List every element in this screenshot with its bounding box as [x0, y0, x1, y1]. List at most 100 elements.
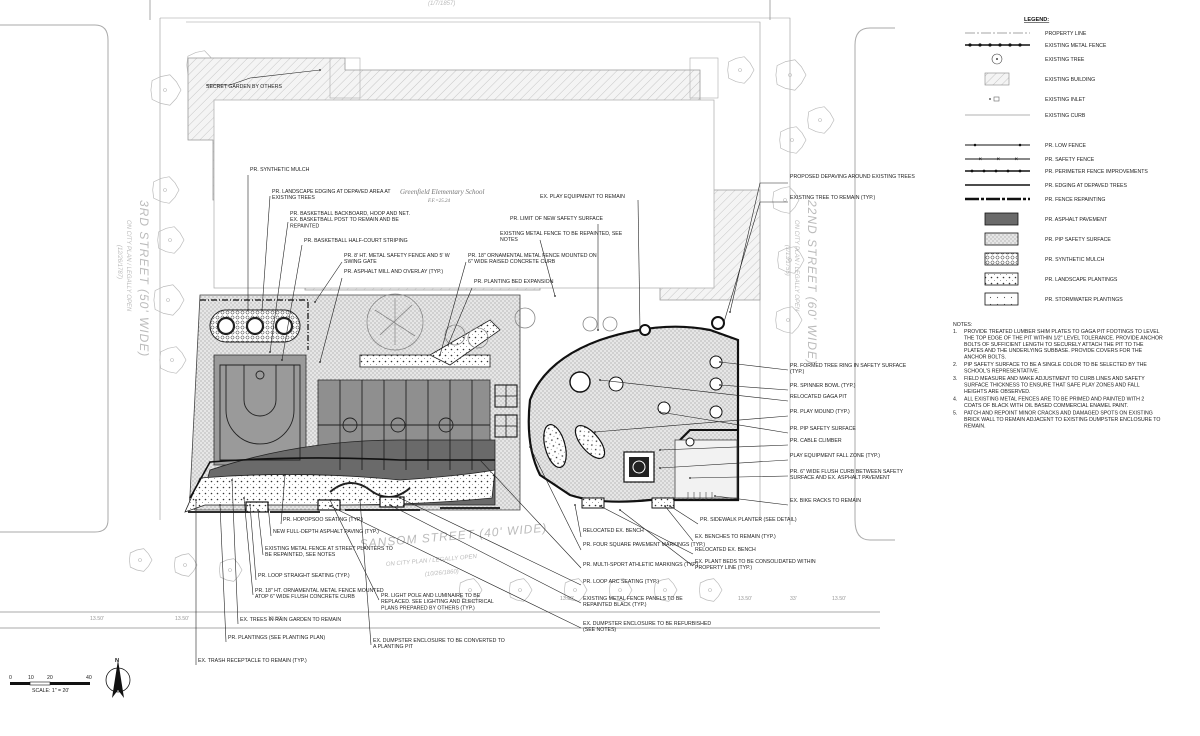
leader-dot — [267, 504, 269, 506]
callout-label: PR. MULTI-SPORT ATHLETIC MARKINGS (TYP.) — [583, 562, 699, 568]
tree-icon — [609, 578, 633, 602]
callout-leader — [539, 239, 556, 297]
leader-dot — [399, 497, 401, 499]
callout-leader — [719, 384, 789, 391]
tree-icon — [772, 186, 800, 214]
legend-label: EXISTING CURB — [1045, 113, 1086, 119]
legend-label: PR. PERIMETER FENCE IMPROVEMENTS — [1045, 169, 1148, 175]
callout-leader — [261, 195, 271, 311]
tree-icon — [174, 553, 198, 577]
callout-label: PR. LIMIT OF NEW SAFETY SURFACE — [510, 216, 603, 222]
callout-label: PR. FORMED TREE RING IN SAFETY SURFACE(T… — [790, 363, 907, 375]
callout-leader — [594, 415, 789, 433]
notes-title: NOTES: — [953, 322, 972, 328]
callout-leader — [206, 69, 321, 86]
callout-label: RELOCATED EX. BENCH — [695, 547, 756, 553]
callout-label: EXISTING METAL FENCE TO BE REPAINTED, SE… — [500, 231, 623, 243]
mulch-swatch-icon — [984, 252, 1019, 266]
callout-label: SECRET GARDEN BY OTHERS — [206, 84, 282, 90]
leader-dot — [247, 309, 249, 311]
street-curbs — [0, 0, 895, 629]
dimension-label: 13.50' — [832, 596, 846, 602]
legend-label: EXISTING INLET — [1045, 97, 1086, 103]
leader-dot — [659, 411, 661, 413]
tree-icon — [157, 226, 185, 254]
leader-dot — [319, 69, 321, 71]
legend-label: EXISTING METAL FENCE — [1045, 43, 1107, 49]
dimension-label: 33' — [790, 596, 797, 602]
legend-label: PR. SAFETY FENCE — [1045, 157, 1095, 163]
tree-icon — [564, 578, 588, 602]
street-date-3rd: (12/26/1787) — [116, 245, 122, 279]
callout-label: PR. HOPOPSOO SEATING (TYP.) — [283, 517, 363, 523]
leader-dot — [261, 309, 263, 311]
scale-tick-0: 0 — [9, 675, 12, 681]
callout-leader — [267, 504, 272, 537]
legend-label: PR. EDGING AT DEPAVED TREES — [1045, 183, 1128, 189]
callout-leader — [664, 505, 694, 542]
dimension-labels: 13.50'13.50'13.50'13.50'13.50'13.50'33' — [90, 596, 846, 622]
leader-dot — [479, 459, 481, 461]
note-line: BOLTS OF SUFFICIENT LENGTH TO SECURELY A… — [964, 342, 1144, 348]
leader-dot — [599, 379, 601, 381]
leader-dot — [439, 354, 441, 356]
callout-leader — [359, 499, 372, 646]
callout-label: PR. PIP SAFETY SURFACE — [790, 426, 856, 432]
play-area — [527, 316, 740, 509]
street-date-22nd: (1/13/1755) — [784, 245, 790, 276]
callout-label: EX. BIKE RACKS TO REMAIN — [790, 498, 861, 504]
callout-label: PR. LOOP STRAIGHT SEATING (TYP.) — [258, 573, 350, 579]
callout-leader — [714, 495, 789, 506]
stormwater-swatch-icon — [984, 292, 1019, 306]
tree-icon — [509, 578, 533, 602]
dimension-label: 13.50' — [738, 596, 752, 602]
scale-tick-40: 40 — [86, 675, 92, 681]
leader-dot — [669, 505, 671, 507]
legend-title: LEGEND: — [1024, 17, 1049, 23]
asphalt-swatch-icon — [984, 212, 1019, 226]
leader-dot — [597, 329, 599, 331]
callout-leader — [689, 475, 789, 479]
notes-body: 1.PROVIDE TREATED LUMBER SHIM PLATES TO … — [953, 329, 1163, 429]
leader-dot — [447, 344, 449, 346]
street-date-sansom: (10/26/1860) — [425, 569, 459, 578]
callout-label: PR. FOUR SQUARE PAVEMENT MARKINGS (TYP.) — [583, 542, 705, 548]
dimension-label: 13.50' — [268, 616, 282, 622]
leader-dot — [389, 504, 391, 506]
existing-inlet-icon — [989, 96, 1000, 102]
leader-dot — [599, 505, 601, 507]
callout-leader — [529, 446, 582, 551]
existing-tree-icon — [991, 53, 1003, 65]
note-number: 3. — [953, 376, 957, 382]
callout-leader — [659, 459, 789, 469]
note-number: 5. — [953, 411, 957, 417]
callout-label: PR. 18" ORNAMENTAL METAL FENCE MOUNTED O… — [468, 253, 597, 265]
callout-leader — [659, 444, 789, 451]
tree-icon — [775, 59, 807, 91]
legend-label: PR. PIP SAFETY SURFACE — [1045, 237, 1111, 243]
existing-building — [187, 57, 761, 301]
note-number: 1. — [953, 329, 957, 335]
street-sub-sansom: ON CITY PLAN / LEGALLY OPEN — [386, 554, 478, 568]
leader-dot — [664, 505, 666, 507]
callout-label: EXISTING METAL FENCE AT STREET PLANTERS … — [265, 546, 393, 558]
note-line: SCHOOL'S REPRESENTATIVE. — [964, 369, 1039, 375]
callout-leader — [439, 261, 467, 356]
leader-dot — [359, 499, 361, 501]
callout-leader — [314, 261, 343, 303]
svg-text:×: × — [1015, 157, 1019, 163]
leader-dot — [574, 504, 576, 506]
leader-dot — [284, 474, 286, 476]
dimension-label: 13.50' — [560, 596, 574, 602]
tree-icon — [699, 578, 723, 602]
callout-leader — [599, 379, 789, 402]
callout-leader — [479, 459, 582, 569]
street-date-top: (1/7/1857) — [428, 1, 455, 7]
callout-label: PR. SYNTHETIC MULCH — [250, 167, 310, 173]
callout-label: PR. PLAY MOUND (TYP.) — [790, 409, 850, 415]
leader-dot — [269, 351, 271, 353]
